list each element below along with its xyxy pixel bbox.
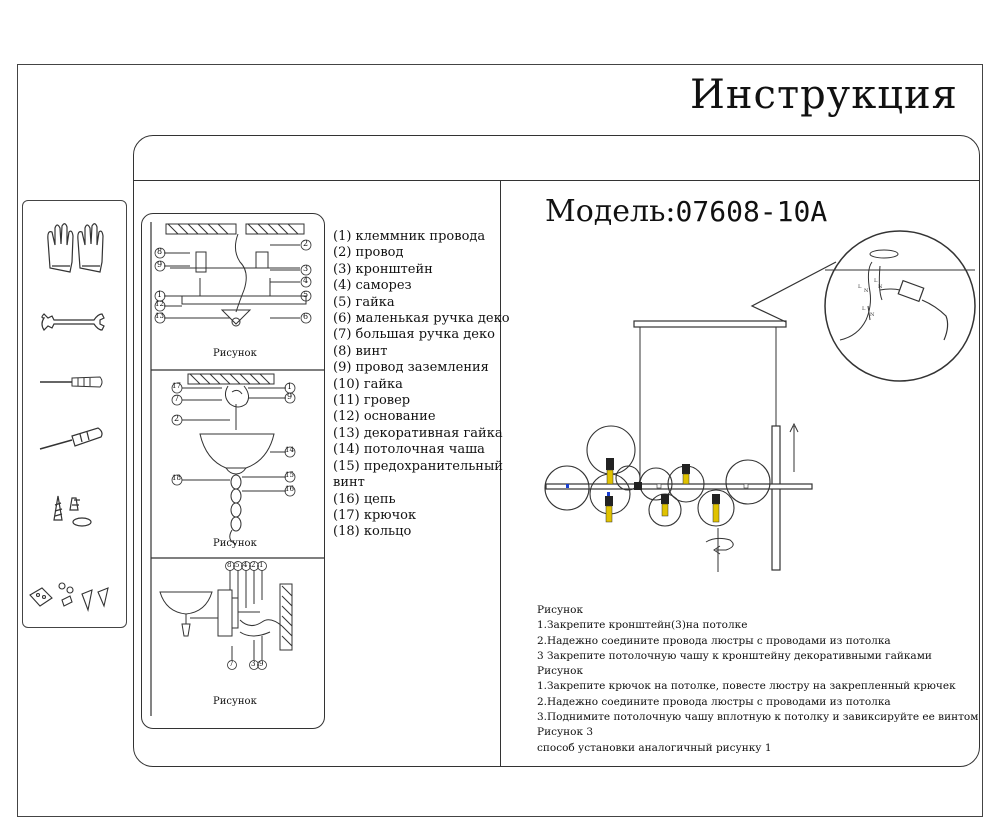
fig2-callout-14: 14 xyxy=(285,446,294,454)
steps-line: 2.Надежно соедините провода люстры с про… xyxy=(537,695,891,708)
figure-3-caption: Рисунок xyxy=(213,696,257,707)
legend-item: (6) маленькая ручка деко xyxy=(333,311,510,327)
svg-text:L: L xyxy=(874,278,878,284)
installation-steps: Рисунок 1.Закрепите кронштейн(3)на потол… xyxy=(537,603,978,756)
screwdriver-cross-icon xyxy=(39,427,103,450)
fig1-callout-9: 9 xyxy=(157,260,163,269)
fig3-callout-8: 8 xyxy=(227,561,232,569)
fig2-callout-15: 15 xyxy=(285,471,294,479)
legend-item: (12) основание xyxy=(333,409,436,425)
steps-line: Рисунок xyxy=(537,604,584,616)
parts-legend: (1) клеммник провода (2) провод (3) крон… xyxy=(333,229,510,541)
fig3-callout-9: 9 xyxy=(259,660,264,668)
fig3-callout-1: 1 xyxy=(259,561,264,569)
fig3-callout-3: 3 xyxy=(251,660,256,668)
steps-line: 3.Поднимите потолочную чашу вплотную к п… xyxy=(537,711,979,724)
figure-2-caption: Рисунок xyxy=(213,538,257,549)
page-title: Инструкция xyxy=(690,72,958,118)
steps-line: Рисунок 3 xyxy=(537,726,594,739)
legend-item: (8) винт xyxy=(333,343,388,359)
steps-line: Рисунок xyxy=(537,665,584,678)
legend-item: (5) гайка xyxy=(333,294,395,310)
svg-text:N: N xyxy=(870,312,875,318)
legend-item: (7) большая ручка деко xyxy=(333,327,495,343)
fig2-callout-1: 1 xyxy=(287,382,293,391)
steps-line: 1.Закрепите кронштейн(3)на потолке xyxy=(537,619,748,632)
wrench-icon xyxy=(41,313,105,331)
figure-3-diagram xyxy=(159,570,293,660)
model-heading: Модель:07608-10A xyxy=(545,194,827,229)
figure-2-diagram xyxy=(182,373,286,545)
fig1-callout-12: 12 xyxy=(155,300,164,308)
legend-item: (4) саморез xyxy=(333,278,412,294)
fig3-callout-2: 2 xyxy=(251,561,256,569)
figure-2-callouts xyxy=(171,382,296,497)
fig3-callout-7: 7 xyxy=(229,660,234,668)
figure-1-callouts xyxy=(154,239,312,324)
bulb-sockets xyxy=(566,458,749,523)
tools-panel xyxy=(22,200,127,628)
instruction-panel xyxy=(133,135,980,767)
figure-1-diagram xyxy=(164,223,307,327)
fig3-callout-4: 4 xyxy=(243,561,248,569)
globe-group xyxy=(544,425,771,527)
fig3-callout-5: 5 xyxy=(235,561,240,569)
legend-item: (1) клеммник провода xyxy=(333,229,486,244)
fig2-callout-9: 9 xyxy=(287,392,293,401)
model-number: 07608-10A xyxy=(675,195,828,228)
figure-1-caption: Рисунок xyxy=(213,348,257,359)
legend-item: (14) потолочная чаша xyxy=(333,442,485,458)
fig1-callout-5: 5 xyxy=(303,290,309,299)
steps-line: 1.Закрепите крючок на потолке, повесте л… xyxy=(537,680,956,693)
fig2-callout-7: 7 xyxy=(174,394,180,403)
model-label: Модель xyxy=(545,194,666,229)
outer-frame xyxy=(17,64,983,817)
fig1-callout-3: 3 xyxy=(303,264,309,273)
model-separator: : xyxy=(665,194,676,229)
fig1-callout-6: 6 xyxy=(303,312,309,321)
fig1-callout-1: 1 xyxy=(157,290,163,299)
wiring-detail-circle xyxy=(824,230,976,382)
gloves-icon xyxy=(47,223,104,273)
legend-item: (15) предохранительный xyxy=(333,458,503,474)
legend-item: (3) кронштейн xyxy=(333,261,433,277)
legend-item: (13) декоративная гайка xyxy=(333,425,503,441)
legend-item: (10) гайка xyxy=(333,376,403,392)
screwdriver-flat-icon xyxy=(40,376,103,388)
screws-icon xyxy=(53,495,92,527)
panel-divider-horizontal xyxy=(133,180,980,181)
svg-text:L: L xyxy=(858,284,862,290)
fig1-callout-4: 4 xyxy=(303,276,309,285)
legend-item: (16) цепь xyxy=(333,491,396,507)
svg-text:N: N xyxy=(864,288,869,294)
svg-text:N: N xyxy=(878,284,883,290)
legend-item: (18) кольцо xyxy=(333,524,412,540)
chandelier-bar xyxy=(545,483,813,490)
steps-line: способ установки аналогичный рисунку 1 xyxy=(537,741,772,754)
svg-text:L: L xyxy=(862,306,866,312)
legend-item: (17) крючок xyxy=(333,507,417,523)
assembly-figures-panel xyxy=(141,213,325,729)
fig2-callout-16: 16 xyxy=(285,485,294,493)
legend-item: (11) гровер xyxy=(333,393,411,409)
fig1-callout-8: 8 xyxy=(157,247,163,256)
figure-3-callouts xyxy=(225,561,267,670)
fig1-callout-13: 13 xyxy=(155,312,164,320)
connectors-icon xyxy=(29,582,109,612)
fig2-callout-2: 2 xyxy=(174,414,180,423)
legend-item: (2) провод xyxy=(333,245,404,261)
fig2-callout-18: 18 xyxy=(172,474,181,482)
ceiling-canopy xyxy=(633,320,787,328)
fig2-callout-17: 17 xyxy=(172,382,181,390)
legend-item: (9) провод заземления xyxy=(333,360,489,376)
steps-line: 3 Закрепите потолочную чашу к кронштейну… xyxy=(537,649,932,662)
legend-item: винт xyxy=(333,475,365,491)
panel-divider-vertical xyxy=(500,180,501,767)
steps-line: 2.Надежно соедините провода люстры с про… xyxy=(537,634,891,647)
fig1-callout-2: 2 xyxy=(303,239,309,248)
